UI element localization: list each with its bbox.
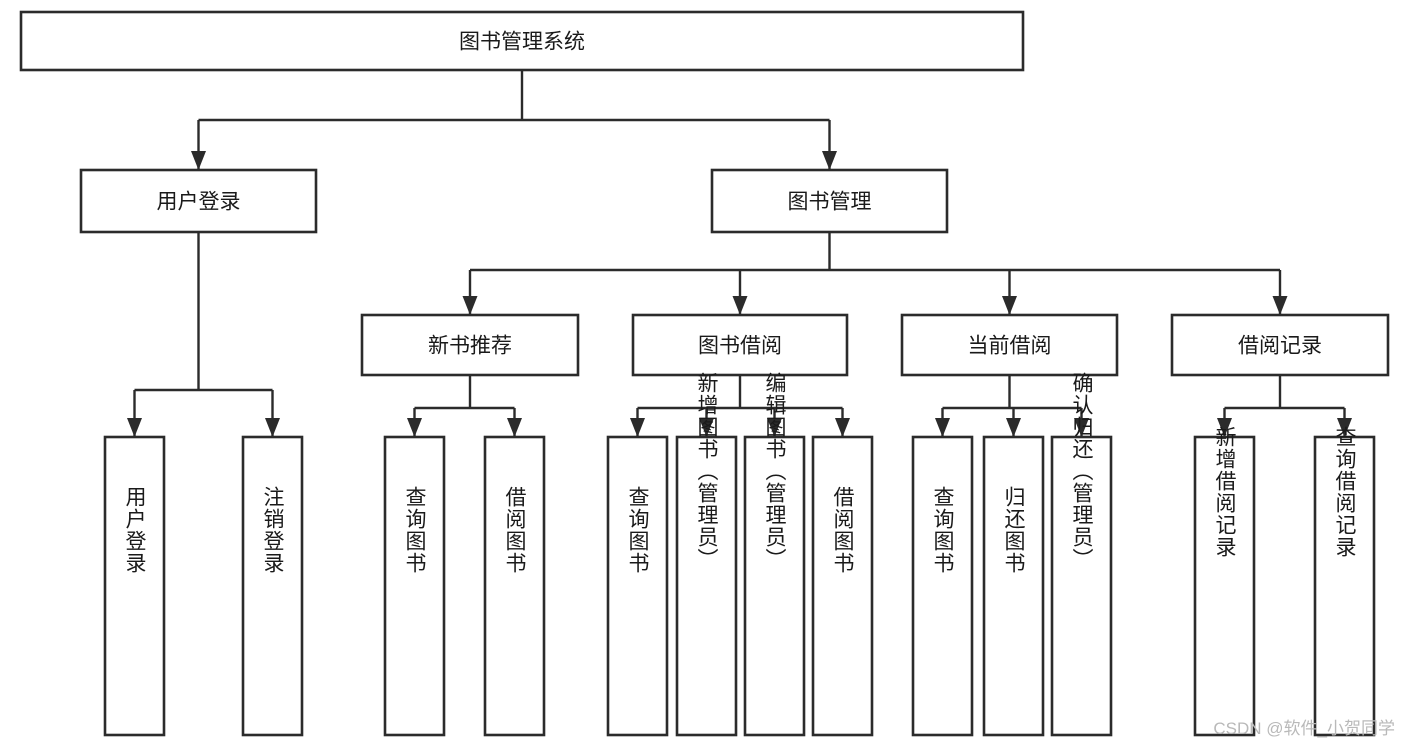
node-new_book_rec[interactable]: 新书推荐 <box>360 313 580 377</box>
node-box <box>911 435 974 737</box>
node-box <box>743 435 806 737</box>
csdn-watermark: CSDN @软件_小贺同学 <box>1213 719 1395 738</box>
node-leaf_q_book1[interactable]: 查询图书 <box>383 435 446 737</box>
arrow-head-icon <box>630 418 645 437</box>
node-box <box>1193 435 1256 737</box>
node-label: 图书管理 <box>788 191 872 214</box>
node-leaf_add_book[interactable]: 新增图书（管理员） <box>675 372 738 737</box>
node-label: 图书借阅 <box>698 335 782 358</box>
node-box <box>900 313 1119 377</box>
arrow-head-icon <box>1217 418 1232 437</box>
node-box <box>631 313 849 377</box>
node-label: 归还图书 <box>1002 486 1026 574</box>
node-label: 当前借阅 <box>968 335 1052 358</box>
arrow-head-icon <box>127 418 142 437</box>
arrow-head-icon <box>265 418 280 437</box>
arrow-head-icon <box>935 418 950 437</box>
node-leaf_logout[interactable]: 注销登录 <box>241 435 304 737</box>
node-leaf_q_book2[interactable]: 查询图书 <box>606 435 669 737</box>
arrow-head-icon <box>699 418 714 437</box>
node-label: 查询图书 <box>626 486 650 574</box>
node-box <box>982 435 1045 737</box>
arrow-head-icon <box>507 418 522 437</box>
node-leaf_add_log[interactable]: 新增借阅记录 <box>1193 426 1256 737</box>
node-label: 编辑图书（管理员） <box>763 372 787 570</box>
node-box <box>811 435 874 737</box>
node-leaf_edit_book[interactable]: 编辑图书（管理员） <box>743 372 806 737</box>
node-box <box>483 435 546 737</box>
arrow-head-icon <box>191 151 206 170</box>
arrow-head-icon <box>1002 296 1017 315</box>
arrow-head-icon <box>732 296 748 315</box>
node-user_login[interactable]: 用户登录 <box>79 168 318 234</box>
node-cur_borrow[interactable]: 当前借阅 <box>900 313 1119 377</box>
node-leaf_q_log[interactable]: 查询借阅记录 <box>1313 426 1376 737</box>
node-box <box>1050 435 1113 737</box>
node-box <box>19 10 1025 72</box>
node-layer: 图书管理系统用户登录图书管理新书推荐图书借阅当前借阅借阅记录用户登录注销登录查询… <box>19 10 1390 737</box>
node-label: 借阅图书 <box>503 486 527 574</box>
node-label: 借阅记录 <box>1238 335 1322 358</box>
node-box <box>710 168 949 234</box>
node-label: 借阅图书 <box>831 486 855 574</box>
node-label: 用户登录 <box>123 486 147 574</box>
node-root[interactable]: 图书管理系统 <box>19 10 1025 72</box>
node-leaf_login[interactable]: 用户登录 <box>103 435 166 737</box>
arrow-head-icon <box>407 418 422 437</box>
node-box <box>360 313 580 377</box>
node-label: 查询借阅记录 <box>1333 426 1357 558</box>
arrow-head-icon <box>1337 418 1352 437</box>
arrow-head-icon <box>822 151 837 170</box>
node-label: 用户登录 <box>157 191 241 214</box>
node-label: 新增借阅记录 <box>1213 426 1237 558</box>
node-box <box>241 435 304 737</box>
node-box <box>79 168 318 234</box>
arrow-head-icon <box>1272 296 1288 315</box>
node-box <box>103 435 166 737</box>
node-label: 注销登录 <box>261 486 285 574</box>
node-box <box>383 435 446 737</box>
node-leaf_conf_ret[interactable]: 确认归还（管理员） <box>1050 372 1113 737</box>
arrow-head-icon <box>767 418 782 437</box>
node-label: 图书管理系统 <box>459 31 585 54</box>
node-book_borrow[interactable]: 图书借阅 <box>631 313 849 377</box>
node-box <box>1313 435 1376 737</box>
node-label: 确认归还（管理员） <box>1070 372 1094 570</box>
arrow-head-icon <box>462 296 478 315</box>
node-leaf_bor_book1[interactable]: 借阅图书 <box>483 435 546 737</box>
arrow-head-icon <box>835 418 850 437</box>
node-label: 新增图书（管理员） <box>695 372 719 570</box>
node-label: 新书推荐 <box>428 335 512 358</box>
node-leaf_ret_book[interactable]: 归还图书 <box>982 435 1045 737</box>
node-leaf_q_book3[interactable]: 查询图书 <box>911 435 974 737</box>
node-borrow_log[interactable]: 借阅记录 <box>1170 313 1390 377</box>
node-box <box>606 435 669 737</box>
node-label: 查询图书 <box>403 486 427 574</box>
connector-layer <box>127 70 1352 437</box>
node-leaf_bor_book2[interactable]: 借阅图书 <box>811 435 874 737</box>
node-box <box>675 435 738 737</box>
node-box <box>1170 313 1390 377</box>
node-book_manage[interactable]: 图书管理 <box>710 168 949 234</box>
arrow-head-icon <box>1006 418 1021 437</box>
node-label: 查询图书 <box>931 486 955 574</box>
arrow-head-icon <box>1074 418 1089 437</box>
